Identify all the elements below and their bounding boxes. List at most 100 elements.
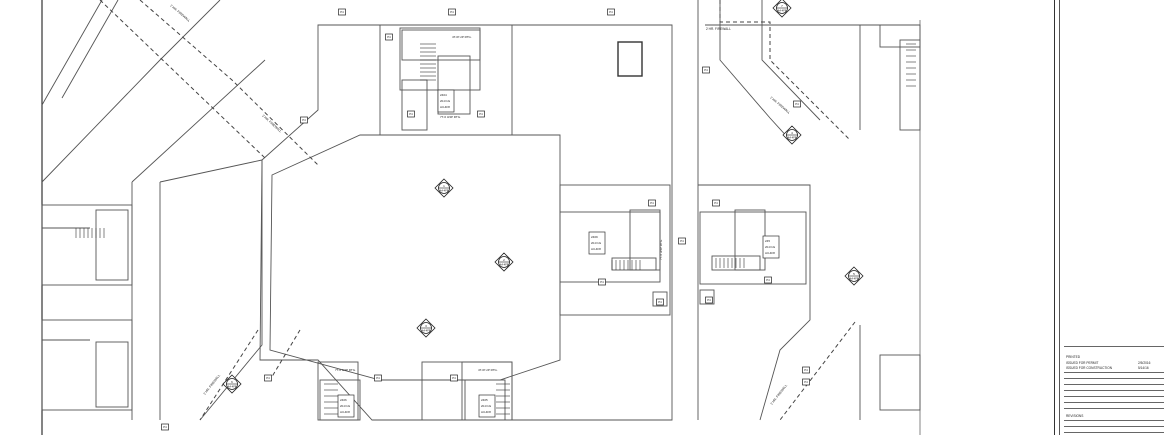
elevation-number: 1 bbox=[443, 184, 445, 188]
svg-text:2409: 2409 bbox=[591, 235, 598, 239]
room-tag: 2405 20-F1G A3-4F8 bbox=[478, 394, 496, 418]
elevation-marker: 2A4-4F8 bbox=[494, 252, 514, 272]
door-tag: P4 bbox=[702, 66, 710, 74]
door-tag: P4 bbox=[802, 366, 810, 374]
svg-text:P4: P4 bbox=[707, 298, 711, 302]
svg-text:20-F1G: 20-F1G bbox=[440, 99, 451, 103]
firewall-label: 2 HR. FIREWALL bbox=[261, 114, 282, 134]
room-tag: 2406 20-F1G A3-4F8 bbox=[337, 394, 355, 418]
door-tag: P4 bbox=[374, 374, 382, 382]
revisions-label: REVISIONS bbox=[1066, 414, 1084, 418]
divider bbox=[1064, 402, 1164, 403]
svg-text:P4: P4 bbox=[409, 112, 413, 116]
door-tag: P4 bbox=[648, 199, 656, 207]
svg-text:A3-4F8: A3-4F8 bbox=[591, 247, 601, 251]
title-block: PRINTED ISSUED FOR PERMIT 2/5/2016 ISSUE… bbox=[1054, 0, 1166, 435]
svg-text:A3-4F8: A3-4F8 bbox=[440, 105, 450, 109]
title-block-inner: PRINTED ISSUED FOR PERMIT 2/5/2016 ISSUE… bbox=[1059, 0, 1164, 435]
elevation-marker: 7A4-4F8 bbox=[772, 0, 792, 18]
svg-text:P4: P4 bbox=[163, 425, 167, 429]
svg-text:P4: P4 bbox=[658, 300, 662, 304]
door-tag: P4 bbox=[705, 296, 713, 304]
elevation-sheet: A4-4F8 bbox=[228, 385, 237, 389]
svg-text:20-F1G: 20-F1G bbox=[591, 241, 602, 245]
svg-text:P4: P4 bbox=[266, 376, 270, 380]
issue-row: ISSUED FOR PERMIT 2/5/2016 bbox=[1066, 361, 1150, 365]
door-tag: P4 bbox=[656, 298, 664, 306]
svg-text:245: 245 bbox=[765, 239, 770, 243]
door-tag: P4 bbox=[407, 110, 415, 118]
divider bbox=[1064, 372, 1164, 373]
elevation-sheet: A4-4F8 bbox=[788, 136, 797, 140]
rating-label: 7T-6 3/4P RTG. bbox=[659, 239, 663, 260]
rating-label: 4T-6f UP RTG. bbox=[452, 35, 472, 39]
svg-text:P4: P4 bbox=[714, 201, 718, 205]
issue-date: 5/14/16 bbox=[1138, 366, 1149, 370]
svg-text:20-F1G: 20-F1G bbox=[481, 404, 492, 408]
svg-text:P4: P4 bbox=[795, 102, 799, 106]
printed-label: PRINTED bbox=[1066, 355, 1080, 359]
door-tag: P4 bbox=[300, 116, 308, 124]
issue-label: ISSUED FOR CONSTRUCTION bbox=[1066, 366, 1113, 370]
divider bbox=[1064, 384, 1164, 385]
svg-text:P4: P4 bbox=[804, 380, 808, 384]
firewall-label: 2 HR. FIREWALL bbox=[169, 4, 191, 23]
svg-text:A3-4F8: A3-4F8 bbox=[765, 251, 775, 255]
divider bbox=[1064, 396, 1164, 397]
svg-text:P4: P4 bbox=[302, 118, 306, 122]
door-tag: P4 bbox=[338, 8, 346, 16]
elevation-marker: 5A4-4F8 bbox=[844, 266, 864, 286]
elevation-marker: 4A4-4F8 bbox=[782, 125, 802, 145]
divider bbox=[1064, 408, 1164, 409]
svg-text:P4: P4 bbox=[704, 68, 708, 72]
svg-text:P4: P4 bbox=[387, 35, 391, 39]
svg-text:P4: P4 bbox=[452, 376, 456, 380]
svg-text:P4: P4 bbox=[766, 278, 770, 282]
divider bbox=[1064, 420, 1164, 421]
elevation-sheet: A4-4F8 bbox=[440, 189, 449, 193]
firewall-label: 2 HR. FIREWALL bbox=[769, 96, 791, 115]
door-tag: P4 bbox=[477, 110, 485, 118]
svg-text:P4: P4 bbox=[650, 201, 654, 205]
elevation-sheet: A4-4F8 bbox=[850, 277, 859, 281]
door-tag: P4 bbox=[764, 276, 772, 284]
issue-row: ISSUED FOR CONSTRUCTION 5/14/16 bbox=[1066, 366, 1149, 370]
door-tag: P4 bbox=[793, 100, 801, 108]
elevation-number: 2 bbox=[503, 258, 505, 262]
firewall-label: 2 HR. FIREWALL bbox=[770, 383, 789, 405]
rating-label: 4T-6f UP RTG. bbox=[478, 368, 498, 372]
door-tag: P4 bbox=[802, 378, 810, 386]
svg-text:P4: P4 bbox=[680, 239, 684, 243]
room-tag: 2404 20-F1G A3-4F8 bbox=[437, 89, 455, 113]
rating-label: 7T-6 3/4P RTG. bbox=[440, 115, 461, 119]
room-tag: 245 20-F1G A3-4F8 bbox=[762, 235, 780, 259]
divider bbox=[1064, 390, 1164, 391]
elevation-number: 3 bbox=[425, 324, 427, 328]
rating-label: 7T-6 3/4P RTG. bbox=[335, 368, 356, 372]
elevation-marker: 3A4-4F8 bbox=[416, 318, 436, 338]
svg-text:A3-4F8: A3-4F8 bbox=[481, 410, 491, 414]
issue-date: 2/5/2016 bbox=[1138, 361, 1151, 365]
door-tag: P4 bbox=[607, 8, 615, 16]
svg-text:20-F1G: 20-F1G bbox=[765, 245, 776, 249]
svg-text:P4: P4 bbox=[804, 368, 808, 372]
elevation-number: 7 bbox=[781, 4, 783, 8]
elevation-sheet: A4-4F8 bbox=[422, 329, 431, 333]
svg-text:P4: P4 bbox=[450, 10, 454, 14]
door-tag: P4 bbox=[264, 374, 272, 382]
svg-text:2405: 2405 bbox=[481, 398, 488, 402]
svg-text:P4: P4 bbox=[600, 280, 604, 284]
divider bbox=[1064, 378, 1164, 379]
svg-text:2406: 2406 bbox=[340, 398, 347, 402]
elevation-number: 5 bbox=[853, 272, 855, 276]
divider bbox=[1064, 432, 1164, 433]
door-tag: P4 bbox=[448, 8, 456, 16]
door-tag: P4 bbox=[598, 278, 606, 286]
elevation-sheet: A4-4F8 bbox=[778, 9, 787, 13]
room-tag: 2409 20-F1G A3-4F8 bbox=[588, 231, 606, 255]
elevation-sheet: A4-4F8 bbox=[500, 263, 509, 267]
firewall-label: 2 HR. FIREWALL bbox=[706, 27, 731, 31]
door-tag: P4 bbox=[712, 199, 720, 207]
divider bbox=[1064, 426, 1164, 427]
